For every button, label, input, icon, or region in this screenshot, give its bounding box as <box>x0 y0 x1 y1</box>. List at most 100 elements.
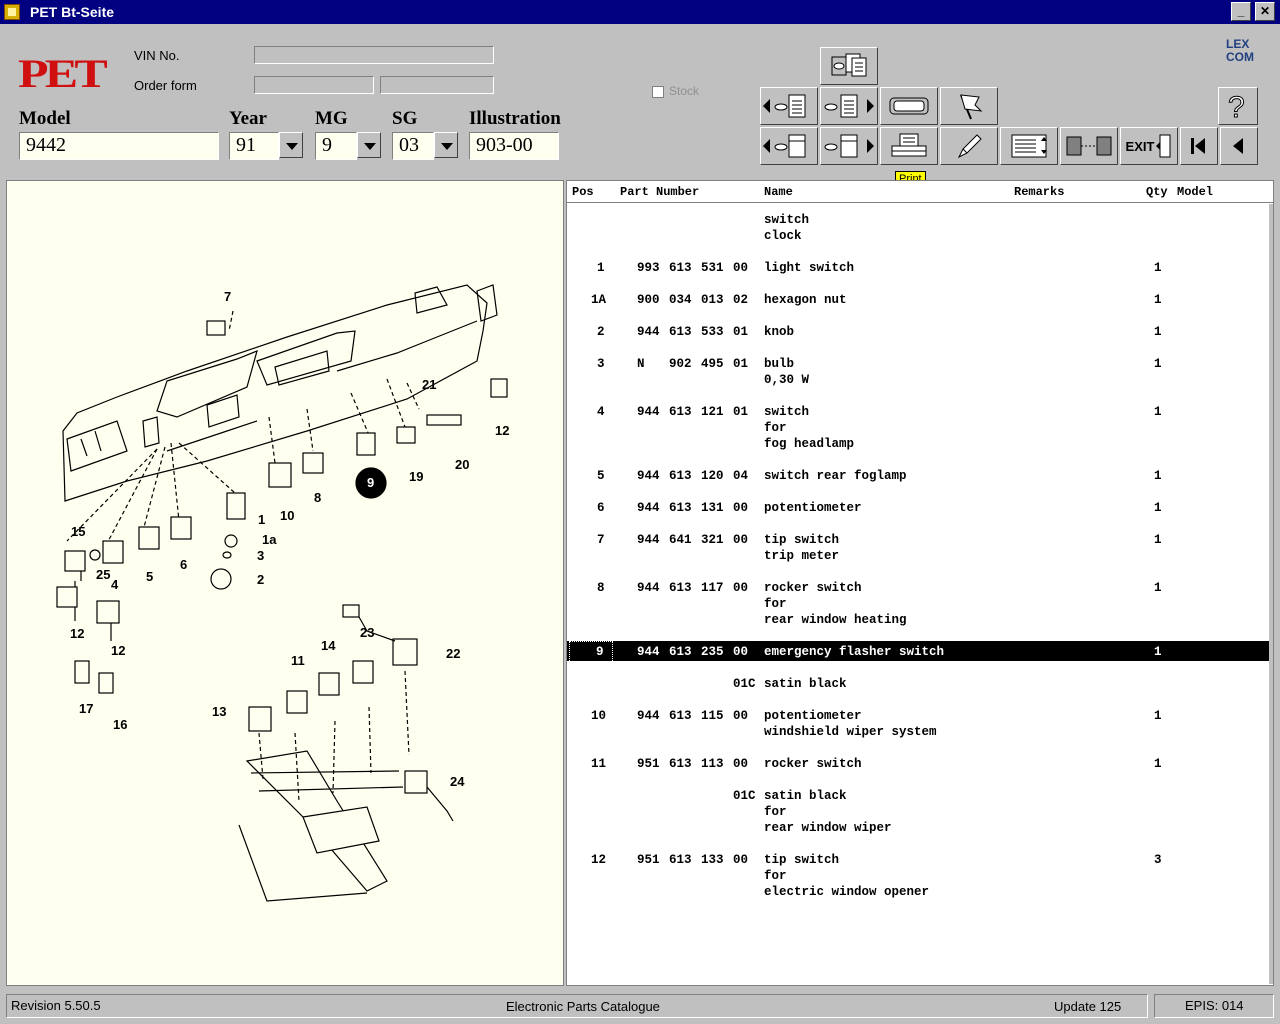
prev-page-button[interactable] <box>760 127 818 165</box>
back-button[interactable] <box>1220 127 1258 165</box>
callout-label[interactable]: 13 <box>212 704 226 719</box>
exit-button[interactable]: EXIT <box>1120 127 1178 165</box>
scrollbar[interactable] <box>1269 204 1273 984</box>
cell-pos: 1A <box>591 293 607 307</box>
col-model[interactable]: Model <box>1177 185 1214 199</box>
callout-label[interactable]: 3 <box>257 548 264 563</box>
cell-pn-group-1: 944 <box>637 405 660 419</box>
range-button[interactable] <box>1060 127 1118 165</box>
year-field[interactable]: 91 <box>229 132 279 160</box>
stock-checkbox[interactable] <box>652 86 664 98</box>
model-field[interactable]: 9442 <box>19 132 219 160</box>
print-button[interactable] <box>880 127 938 165</box>
parts-diagram[interactable]: 7 21 12 20 19 9 8 10 1 1a3 2 15 254 5 6 12 12 17 16 11 14 23 2… <box>7 181 563 985</box>
close-button[interactable]: ✕ <box>1255 2 1275 21</box>
callout-label[interactable]: 4 <box>111 577 119 592</box>
document-stack-button[interactable] <box>820 47 878 85</box>
callout-label[interactable]: 1 <box>258 512 265 527</box>
next-part-button[interactable] <box>820 87 878 125</box>
cell-pos: 7 <box>597 533 605 547</box>
callout-label[interactable]: 5 <box>146 569 153 584</box>
col-qty[interactable]: Qty <box>1146 185 1168 199</box>
col-part-number[interactable]: Part Number <box>620 185 700 199</box>
callout-label[interactable]: 24 <box>450 774 465 789</box>
callout-label[interactable]: 1a <box>262 532 277 547</box>
callout-label[interactable]: 9 <box>367 475 374 490</box>
callout-label[interactable]: 8 <box>314 490 321 505</box>
prev-part-button[interactable] <box>760 87 818 125</box>
help-button[interactable]: ? <box>1218 87 1258 125</box>
mg-field[interactable]: 9 <box>315 132 357 160</box>
col-pos[interactable]: Pos <box>572 185 594 199</box>
order-form-field-2[interactable] <box>380 76 494 94</box>
mg-dropdown-button[interactable] <box>357 132 381 158</box>
callout-label[interactable]: 21 <box>422 377 436 392</box>
callout-label[interactable]: 12 <box>495 423 509 438</box>
cell-pn-group-2: 613 <box>669 581 692 595</box>
prev-part-icon <box>763 94 806 118</box>
callout-label[interactable]: 16 <box>113 717 127 732</box>
vin-field[interactable] <box>254 46 494 64</box>
col-name[interactable]: Name <box>764 185 793 199</box>
callout-label[interactable]: 10 <box>280 508 294 523</box>
parts-list-panel[interactable]: Pos Part Number Name Remarks Qty Model s… <box>566 180 1274 986</box>
minimize-button[interactable]: _ <box>1231 2 1251 21</box>
order-form-field[interactable] <box>254 76 374 94</box>
cell-pn-group-2: 613 <box>669 757 692 771</box>
callout-label[interactable]: 12 <box>111 643 125 658</box>
cell-pn-suffix: 00 <box>733 261 749 275</box>
revision-text: Revision 5.50.5 <box>11 998 101 1013</box>
callout-label[interactable]: 23 <box>360 625 374 640</box>
flag-button[interactable] <box>940 87 998 125</box>
next-page-button[interactable] <box>820 127 878 165</box>
lexcom-bottom-text: COM <box>1226 50 1254 64</box>
sg-dropdown-button[interactable] <box>434 132 458 158</box>
callout-label[interactable]: 6 <box>180 557 187 572</box>
callout-label[interactable]: 22 <box>446 646 460 661</box>
callout-label[interactable]: 7 <box>224 289 231 304</box>
cell-pn-suffix: 00 <box>733 645 749 659</box>
callout-label[interactable]: 14 <box>321 638 336 653</box>
cell-name-line: for <box>764 597 787 611</box>
illustration-field[interactable]: 903-00 <box>469 132 559 160</box>
callout-label[interactable]: 15 <box>71 524 85 539</box>
cell-name-line: trip meter <box>764 549 840 563</box>
callout-label[interactable]: 17 <box>79 701 93 716</box>
cell-name-line: switch <box>764 213 810 227</box>
first-button[interactable] <box>1180 127 1218 165</box>
edit-button[interactable] <box>940 127 998 165</box>
cell-pn-suffix: 04 <box>733 469 749 483</box>
cell-pos: 11 <box>591 757 607 771</box>
callout-label[interactable]: 19 <box>409 469 423 484</box>
callout-label[interactable]: 11 <box>291 653 305 668</box>
loop-button[interactable] <box>880 87 938 125</box>
callout-label[interactable]: 20 <box>455 457 469 472</box>
callout-label[interactable]: 25 <box>96 567 110 582</box>
cell-pos: 12 <box>591 853 607 867</box>
col-remarks[interactable]: Remarks <box>1014 185 1065 199</box>
list-view-button[interactable] <box>1000 127 1058 165</box>
callout-label[interactable]: 2 <box>257 572 264 587</box>
callout-label[interactable]: 12 <box>70 626 84 641</box>
title-bar: PET Bt-Seite _ ✕ <box>0 0 1280 24</box>
sg-field[interactable]: 03 <box>392 132 434 160</box>
cell-pn-group-3: 531 <box>701 261 724 275</box>
year-dropdown-button[interactable] <box>279 132 303 158</box>
